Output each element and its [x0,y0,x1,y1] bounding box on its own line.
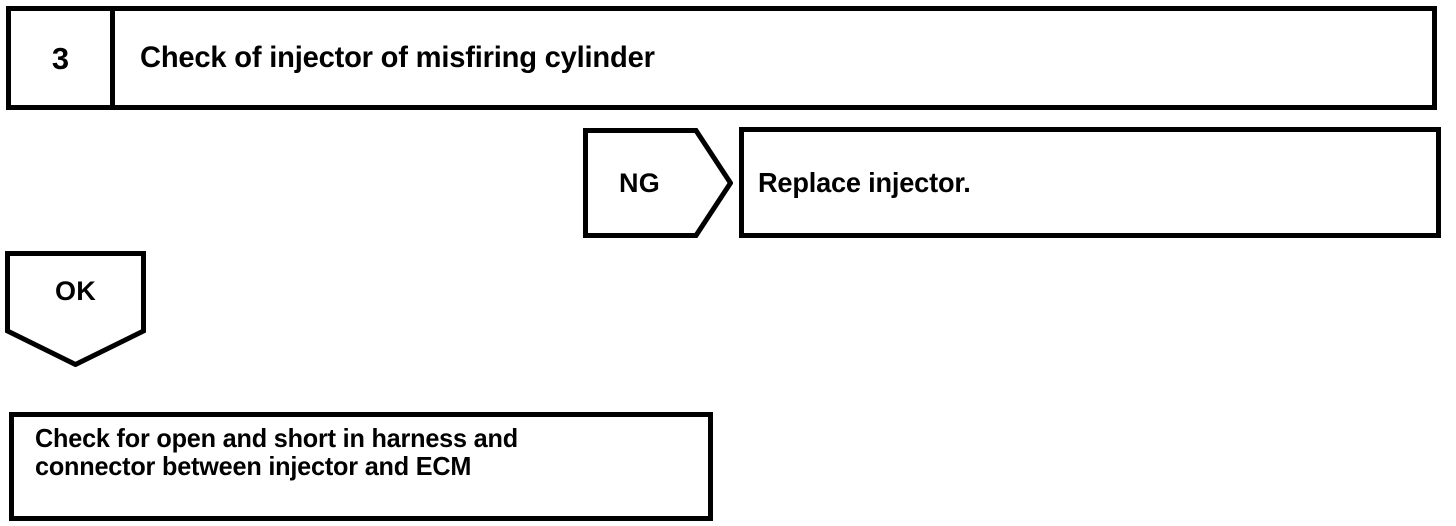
pentagon-right-icon [583,128,733,238]
result-box-replace-injector-label: Replace injector. [758,166,971,198]
branch-tag-ok: OK [5,251,146,367]
branch-tag-ng-label: NG [618,167,661,198]
pentagon-down-icon [5,251,146,367]
step-title-cell: Check of injector of misfiring cylinder [115,11,1432,105]
branch-tag-ng: NG [583,128,733,238]
step-header-box: 3 Check of injector of misfiring cylinde… [6,6,1437,110]
result-box-replace-injector: Replace injector. [739,127,1441,238]
step-number-label: 3 [51,40,70,76]
next-step-line-1: Check for open and short in harness and [35,423,518,453]
next-step-line-2: connector between injector and ECM [35,451,472,481]
step-number-cell: 3 [11,11,115,105]
next-step-box: Check for open and short in harness and … [9,412,713,521]
step-title-label: Check of injector of misfiring cylinder [140,41,655,74]
branch-tag-ok-label: OK [54,275,97,306]
